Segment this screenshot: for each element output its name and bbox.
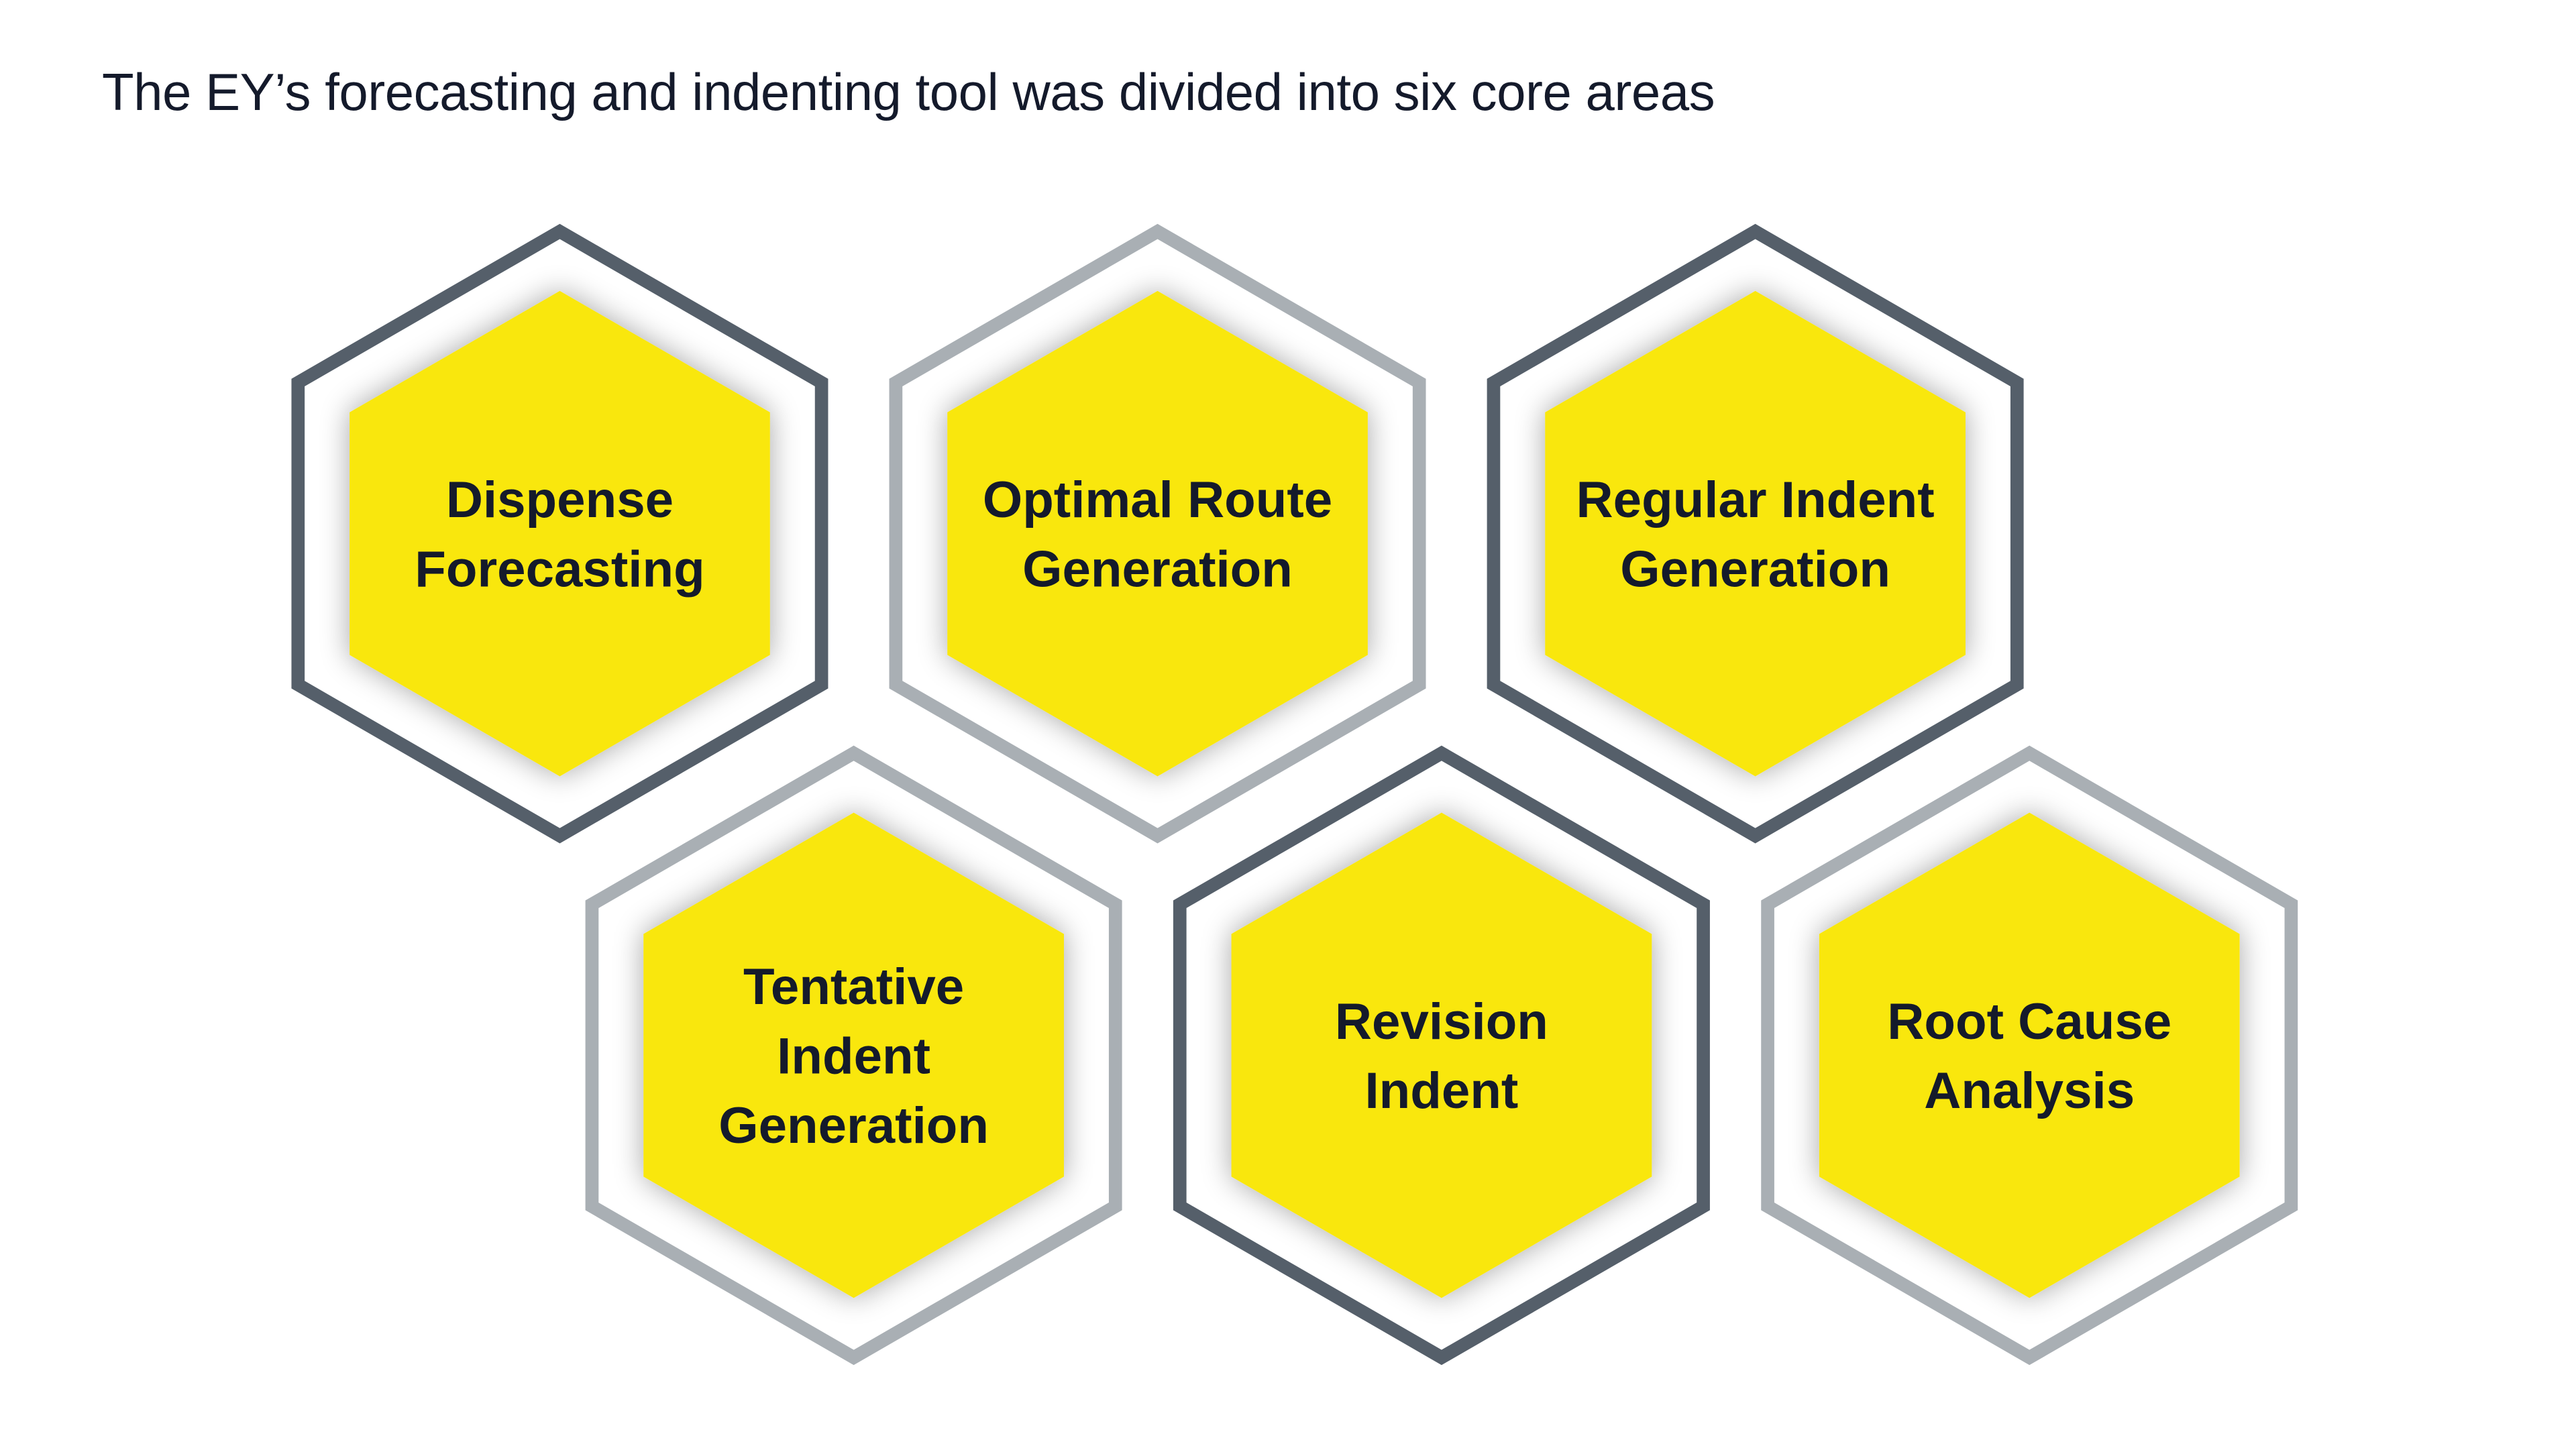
hexagon-border [1487, 223, 2024, 844]
area-label: Generation [718, 1097, 989, 1154]
hexagon-fill [1545, 290, 1966, 777]
hexagon-border [1173, 745, 1710, 1366]
area-label: Tentative [743, 958, 964, 1015]
hexagon-fill [350, 290, 770, 777]
area-label: Revision [1335, 993, 1548, 1050]
area-label: Indent [777, 1028, 930, 1085]
hexagon-fill [1819, 812, 2240, 1298]
hexagon-fill [947, 290, 1368, 777]
hexagon-border [1761, 745, 2298, 1366]
hexagon-border [291, 223, 828, 844]
hexagon-fill [1231, 812, 1652, 1298]
area-label: Optimal Route [983, 472, 1332, 529]
area-label: Analysis [1924, 1062, 2135, 1119]
area-label: Generation [1620, 541, 1890, 598]
area-label: Root Cause [1887, 993, 2171, 1050]
diagram-title: The EY’s forecasting and indenting tool … [102, 62, 1715, 121]
area-label: Generation [1022, 541, 1293, 598]
area-label: Indent [1364, 1062, 1518, 1119]
area-label: Dispense [446, 472, 674, 529]
area-label: Forecasting [415, 541, 704, 598]
hexagon-fill [643, 812, 1064, 1298]
area-label: Regular Indent [1576, 472, 1935, 529]
hexagon-border [889, 223, 1426, 844]
hexagon-border [585, 745, 1122, 1366]
